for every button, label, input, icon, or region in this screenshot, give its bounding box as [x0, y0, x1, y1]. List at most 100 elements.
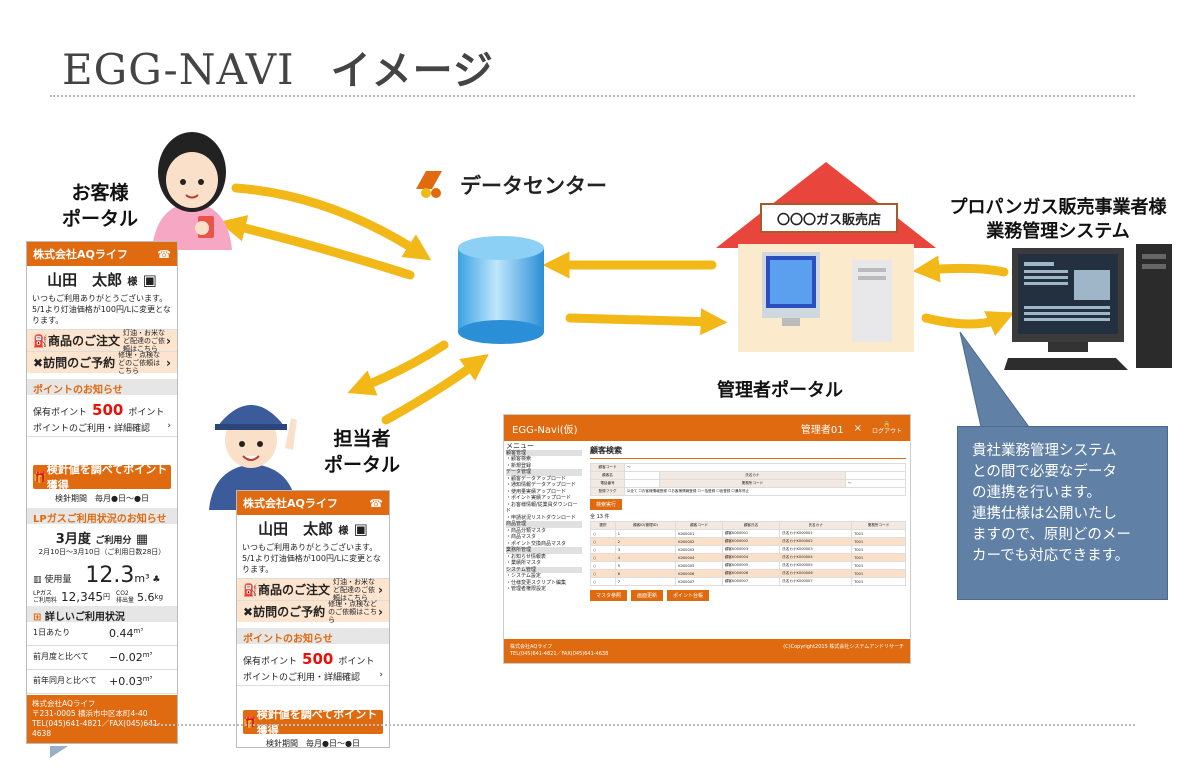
- sidebar-item[interactable]: ・お知らせ情報表: [506, 553, 546, 560]
- arrow-dc-to-vendor: [565, 308, 728, 336]
- vendor-system-label: プロパンガス販売事業者様業務管理システム: [949, 197, 1167, 242]
- tools-icon: ✖: [243, 604, 254, 619]
- customer-woman-icon: [152, 132, 232, 250]
- master-ref-button[interactable]: マスタ参照: [590, 590, 628, 601]
- visit-button[interactable]: ✖訪問のご予約修理・点検などのご依頼はこちら›: [27, 351, 177, 375]
- admin-portal-label: 管理者ポータル: [717, 380, 843, 401]
- sidebar-item[interactable]: ・顧客データアップロード: [506, 475, 567, 482]
- admin-screen: EGG-Navi(仮)管理者01×🔒ログアウト メニュー 顧客管理 ・顧客検索 …: [503, 414, 911, 664]
- meter-icon: ▥: [33, 575, 42, 585]
- database-icon: [458, 236, 544, 344]
- gift-icon: 🎁: [243, 715, 257, 729]
- arrow-dc-to-staff: [347, 340, 449, 396]
- sidebar-item[interactable]: ・商品マスタ: [506, 534, 537, 540]
- chevron-right-icon: ›: [167, 421, 171, 431]
- visit-button[interactable]: ✖訪問のご予約修理・点検などのご依頼はこちら›: [237, 600, 389, 624]
- order-button[interactable]: ⛽商品のご注文灯油・お米など配達のご依頼はこちら›: [27, 329, 177, 353]
- arrow-shop-to-pc: [921, 311, 1015, 336]
- admin-main: 顧客検索 顧客コード～ 顧客名氏名カナ 電話番号業務所コード～ 登録フラグ☑全て…: [584, 441, 910, 601]
- sidebar-group: システム管理: [506, 566, 582, 573]
- reading-period: 検針期間 毎月●日～●日: [266, 739, 360, 748]
- admin-user: 管理者01: [800, 424, 844, 436]
- id-card-icon: ▣: [353, 520, 368, 538]
- sidebar-item[interactable]: ・お客様情報/従業員ダウンロード: [506, 501, 578, 515]
- result-count: 全 13 件: [590, 514, 610, 520]
- sidebar-item[interactable]: ・仕様変更スクリプト編集: [506, 579, 567, 586]
- sidebar-item[interactable]: ・商品分類マスタ: [506, 527, 547, 534]
- fuel-icon: ⛽: [243, 582, 258, 597]
- triangle-marker-icon: [50, 746, 68, 758]
- sidebar-item[interactable]: ・ポイント実績アップロード: [506, 495, 572, 501]
- sidebar-item[interactable]: ・新規登録: [506, 462, 532, 469]
- sidebar-item[interactable]: ・通知情報データアップロード: [506, 482, 577, 488]
- gift-icon: 🎁: [33, 470, 47, 484]
- tel-input[interactable]: [624, 479, 660, 488]
- logout-button[interactable]: 🔒ログアウト: [871, 421, 902, 435]
- phone-message: いつもご利用ありがとうございます。5/1より灯油価格が100円/Lに変更となりま…: [32, 294, 171, 325]
- flag-checkboxes[interactable]: ☑全て ☐お客様情報登録 ☐お客様情報登録 ☐一括登録 ☐仮登録 ☐通年停止: [624, 487, 906, 496]
- sidebar-item[interactable]: ・申請状況リストダウンロード: [506, 514, 577, 521]
- staff-worker-icon: [209, 405, 297, 510]
- sidebar-group: 顧客管理: [506, 449, 582, 456]
- datacenter-label: データセンター: [412, 170, 632, 200]
- sidebar-group: 業務所管理: [506, 547, 582, 554]
- obtain-points-button[interactable]: 🎁検針値を調べてポイント獲得: [33, 463, 171, 492]
- point-ledger-button[interactable]: ポイント台帳: [667, 590, 710, 601]
- obtain-points-button[interactable]: 🎁検針値を調べてポイント獲得: [243, 708, 383, 737]
- phone-header: 株式会社AQライフ ☎: [27, 242, 177, 266]
- phone-header: 株式会社AQライフ☎: [237, 491, 389, 515]
- sidebar-item[interactable]: ・業績所マスタ: [506, 560, 542, 566]
- name-input[interactable]: [624, 471, 660, 480]
- detail-toggle[interactable]: ⊞ 詳しいご利用状況: [27, 606, 177, 623]
- sidebar-item[interactable]: ・管理者権限設定: [506, 586, 547, 592]
- action-buttons: マスタ参照 画面更新 ポイント台帳: [590, 590, 906, 601]
- phone-call-icon[interactable]: ☎: [369, 496, 383, 510]
- egg-logo-icon: [416, 171, 442, 198]
- arrow-dc-to-customer: [218, 215, 415, 280]
- sidebar-item[interactable]: ・顧客検索: [506, 456, 532, 462]
- customer-name: 山田 太郎 様 ▣: [258, 520, 368, 538]
- fuel-icon: ⛽: [33, 333, 48, 348]
- office-input[interactable]: ～: [844, 479, 907, 488]
- phone-call-icon[interactable]: ☎: [157, 247, 171, 261]
- desktop-pc-icon: [1004, 244, 1172, 370]
- order-button[interactable]: ⛽商品のご注文灯油・お米など配達のご依頼はこちら›: [237, 578, 389, 602]
- id-card-icon: ▣: [142, 271, 157, 289]
- kana-input[interactable]: [844, 471, 907, 480]
- admin-header: EGG-Navi(仮)管理者01×🔒ログアウト: [504, 415, 910, 441]
- point-detail-link[interactable]: ポイントのご利用・詳細確認›: [27, 419, 177, 437]
- arrow-staff-to-dc: [381, 353, 489, 425]
- sidebar-group: 商品管理: [506, 521, 582, 528]
- search-button[interactable]: 検索実行: [590, 499, 623, 510]
- sidebar-item[interactable]: ・システム設定: [506, 573, 541, 579]
- code-input[interactable]: ～: [624, 463, 906, 472]
- customer-portal-label: お客様ポータル: [61, 182, 138, 230]
- leaf-icon: ♣: [152, 575, 161, 585]
- sidebar-item[interactable]: ・使用量実績アップロード: [506, 488, 567, 495]
- sidebar-item[interactable]: ・ポイント交換商品マスタ: [506, 540, 567, 547]
- reading-period: 検針期間 毎月●日～●日: [55, 494, 149, 503]
- refresh-button[interactable]: 画面更新: [631, 590, 664, 601]
- phone-company: 株式会社AQライフ: [33, 248, 128, 261]
- close-icon[interactable]: ×: [853, 422, 862, 434]
- staff-phone-screen: 株式会社AQライフ☎ 山田 太郎 様 ▣ いつもご利用ありがとうございます。5/…: [236, 490, 390, 748]
- chevron-right-icon: ›: [378, 582, 383, 597]
- point-detail-link[interactable]: ポイントのご利用・詳細確認›: [237, 668, 389, 686]
- tools-icon: ✖: [33, 355, 44, 370]
